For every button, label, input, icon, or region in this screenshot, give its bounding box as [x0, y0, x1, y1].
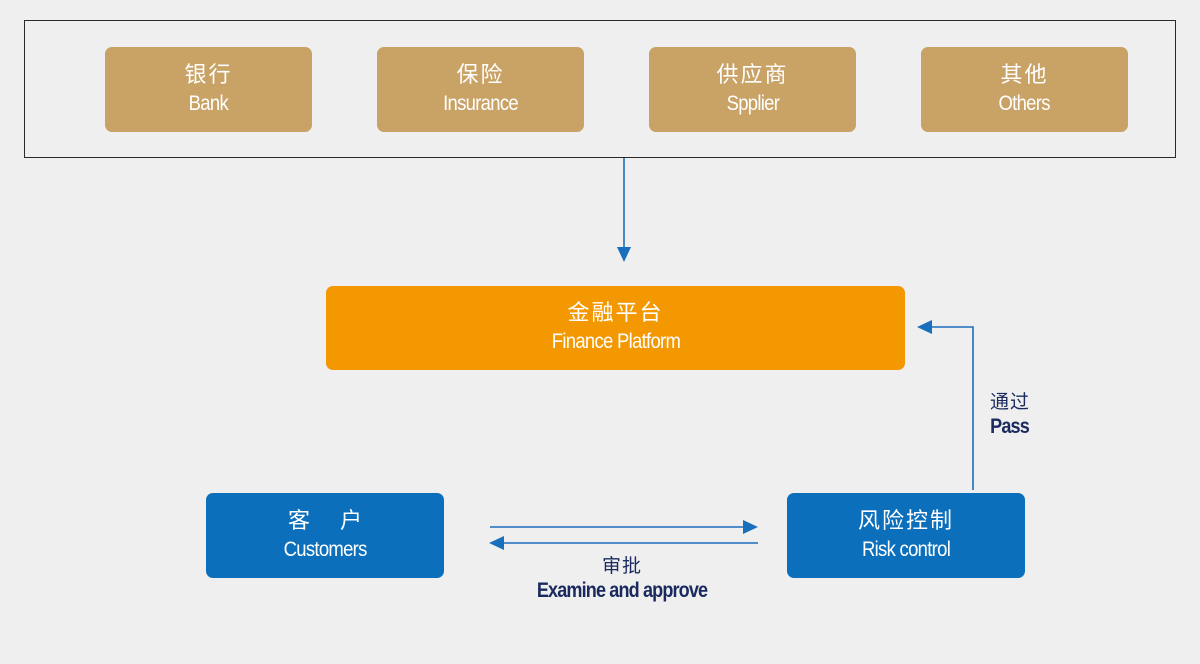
- partners-group-frame: [24, 20, 1176, 158]
- pass-arrow: [930, 326, 974, 490]
- finance-label-zh: 金融平台: [567, 301, 664, 326]
- supplier-label-zh: 供应商: [716, 62, 789, 88]
- insurance-node: 保险 Insurance: [377, 47, 584, 132]
- examine-label-en: Examine and approve: [536, 579, 708, 602]
- arrowhead-right: [743, 520, 758, 534]
- bank-label-en: Bank: [188, 91, 229, 115]
- pass-label-zh: 通过: [989, 391, 1030, 413]
- customers-label-zh: 客户: [287, 508, 392, 534]
- arrowhead-down: [617, 247, 631, 262]
- insurance-label-en: Insurance: [443, 91, 519, 115]
- finance-platform-node: 金融平台 Finance Platform: [326, 286, 905, 370]
- pass-label: 通过 Pass: [972, 390, 1048, 440]
- finance-label-en: Finance Platform: [551, 330, 680, 353]
- others-label-en: Others: [998, 91, 1051, 115]
- examine-label-zh: 审批: [601, 555, 642, 577]
- customers-label-en: Customers: [283, 537, 367, 561]
- arrowhead-left: [489, 536, 504, 550]
- bank-node: 银行 Bank: [105, 47, 312, 132]
- risk-control-node: 风险控制 Risk control: [787, 493, 1025, 578]
- others-label-zh: 其他: [1000, 62, 1049, 88]
- arrowhead-left-platform: [917, 320, 932, 334]
- bank-label-zh: 银行: [184, 62, 233, 88]
- insurance-label-zh: 保险: [456, 62, 505, 88]
- supplier-label-en: Spplier: [726, 91, 779, 115]
- others-node: 其他 Others: [921, 47, 1128, 132]
- pass-label-en: Pass: [990, 415, 1031, 438]
- customers-node: 客户 Customers: [206, 493, 444, 578]
- examine-label: 审批 Examine and approve: [490, 554, 754, 604]
- risk-label-zh: 风险控制: [857, 508, 954, 534]
- supplier-node: 供应商 Spplier: [649, 47, 856, 132]
- risk-label-en: Risk control: [861, 537, 951, 561]
